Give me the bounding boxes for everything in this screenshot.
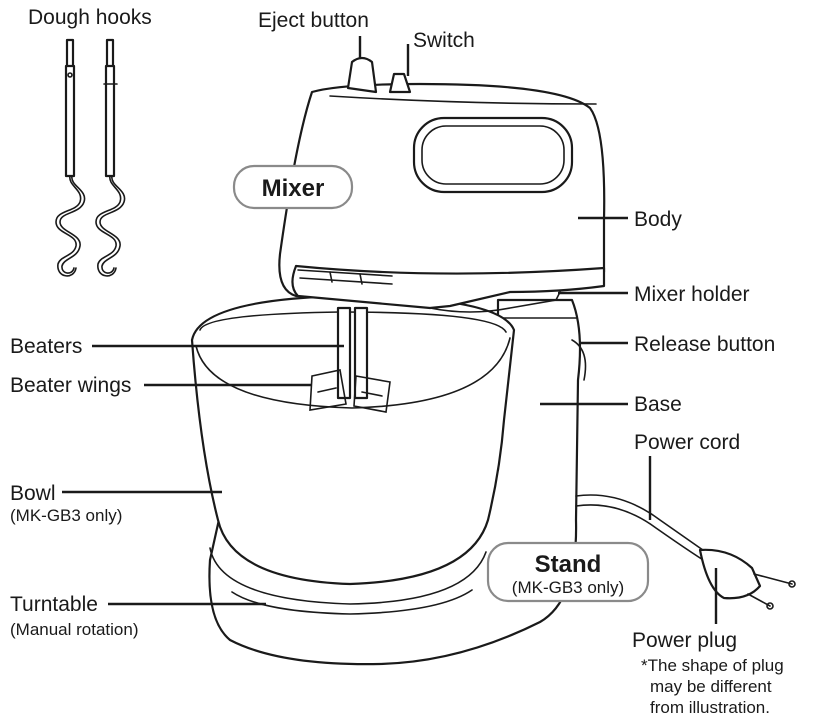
label-switch: Switch [413, 29, 475, 52]
plug-note-line-2: may be different [650, 677, 772, 696]
mixer-badge: Mixer [232, 164, 354, 210]
stand-badge-title: Stand [535, 551, 602, 578]
label-beater-wings: Beater wings [10, 374, 131, 397]
label-power-cord: Power cord [634, 431, 740, 454]
label-dough-hooks: Dough hooks [28, 6, 152, 29]
label-power-plug: Power plug [632, 629, 737, 652]
label-turntable: Turntable [10, 593, 98, 616]
bowl-illustration [190, 294, 516, 615]
label-turntable-note: (Manual rotation) [10, 620, 139, 639]
stand-badge: Stand (MK-GB3 only) [486, 541, 650, 603]
leader-lines [62, 36, 718, 624]
label-mixer-holder: Mixer holder [634, 283, 750, 306]
dough-hooks-illustration [55, 38, 126, 277]
label-bowl: Bowl [10, 482, 56, 505]
label-eject-button: Eject button [258, 9, 369, 32]
mixer-badge-text: Mixer [262, 175, 325, 202]
label-body: Body [634, 208, 682, 231]
label-bowl-note: (MK-GB3 only) [10, 506, 122, 525]
stand-badge-note: (MK-GB3 only) [512, 578, 624, 597]
beaters-illustration [309, 306, 391, 413]
label-beaters: Beaters [10, 335, 82, 358]
plug-note-line-1: *The shape of plug [641, 656, 784, 675]
part-labels: Dough hooks Eject button Switch Body Mix… [10, 6, 784, 717]
plug-note-line-3: from illustration. [650, 698, 770, 717]
label-base: Base [634, 393, 682, 416]
label-release-button: Release button [634, 333, 775, 356]
mixer-illustration [278, 56, 606, 313]
